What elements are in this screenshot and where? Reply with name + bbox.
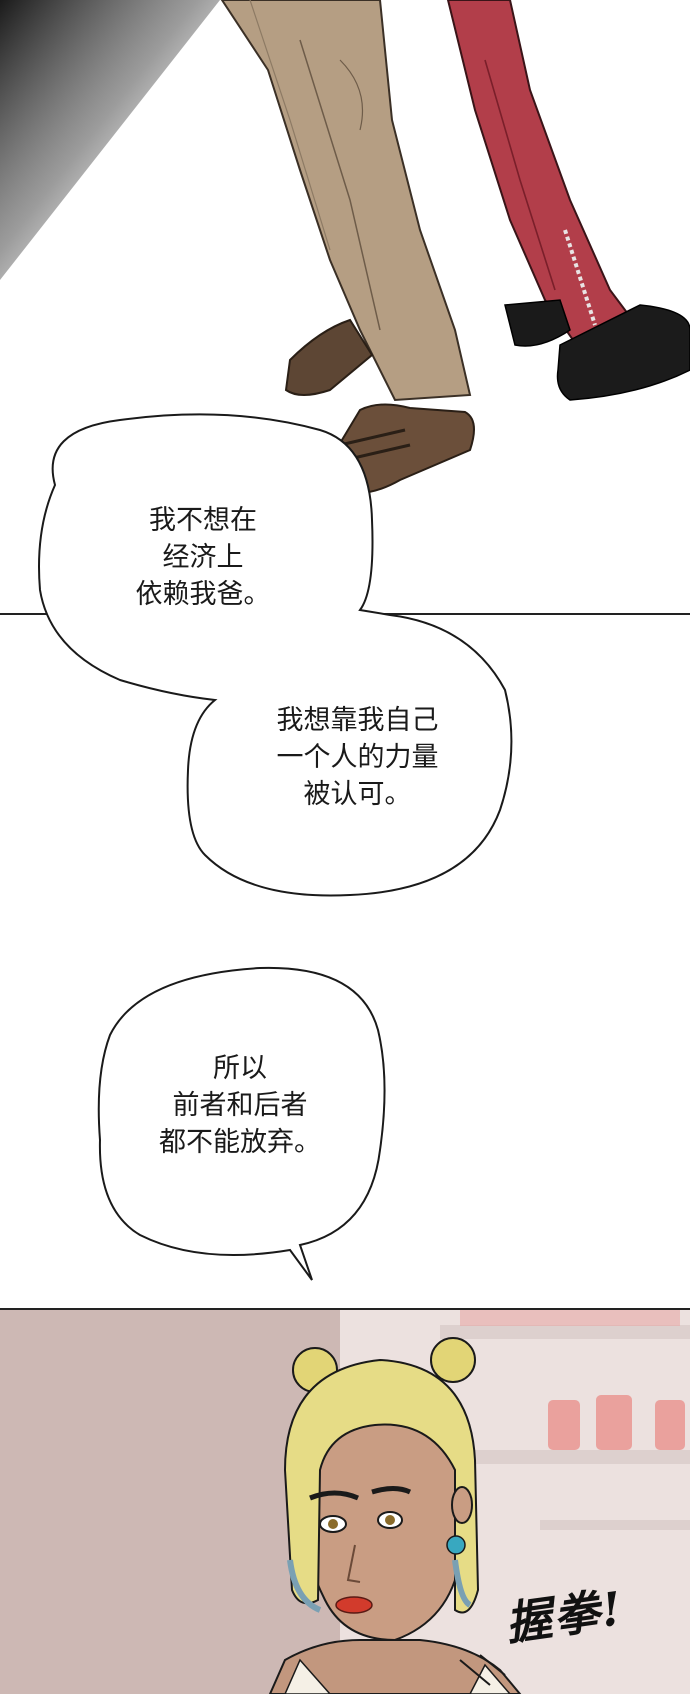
hair-bun-right [430,1337,476,1383]
shelf-top [440,1325,690,1339]
jar-1 [548,1400,580,1450]
lips [335,1596,373,1614]
bubble-3-line-3: 都不能放弃。 [159,1127,321,1158]
jar-3 [655,1400,685,1450]
speech-bubbles-layer [38,413,513,1281]
panel-legs-artwork [0,0,690,615]
bubble-1-line-2: 经济上 [162,542,244,573]
bubble-1-text: 我不想在 经济上 依赖我爸。 [118,502,288,613]
speech-bubble-1 [38,413,513,897]
sfx-strokes [459,1654,506,1686]
jar-2 [596,1395,632,1450]
bubble-3-text: 所以 前者和后者 都不能放弃。 [140,1050,340,1161]
eyebrow-left [309,1490,359,1501]
black-shoe-back [504,299,571,347]
black-shoe-front [556,304,690,401]
bubble-1-line-3: 依赖我爸。 [135,579,271,610]
bubble-1-line-1: 我不想在 [149,505,257,536]
khaki-trousers [220,0,472,402]
character-hair [283,1358,480,1614]
bubble-2-text: 我想靠我自己 一个人的力量 被认可。 [250,702,465,813]
bubble-3-line-1: 所以 [213,1053,267,1084]
character-top [284,1658,332,1694]
eyebrow-right [371,1486,412,1495]
shelf-middle [440,1450,690,1464]
bubble-2-line-1: 我想靠我自己 [276,705,439,736]
speech-bubble-3 [97,966,386,1281]
nose [346,1544,361,1583]
earring [446,1535,466,1555]
bubble-2-line-3: 被认可。 [303,779,412,810]
bubble-2-line-2: 一个人的力量 [276,742,439,773]
ear [451,1486,473,1524]
shadow-corner [0,0,220,280]
brown-shoe-back [284,318,374,396]
bubble-3-line-2: 前者和后者 [172,1090,308,1121]
